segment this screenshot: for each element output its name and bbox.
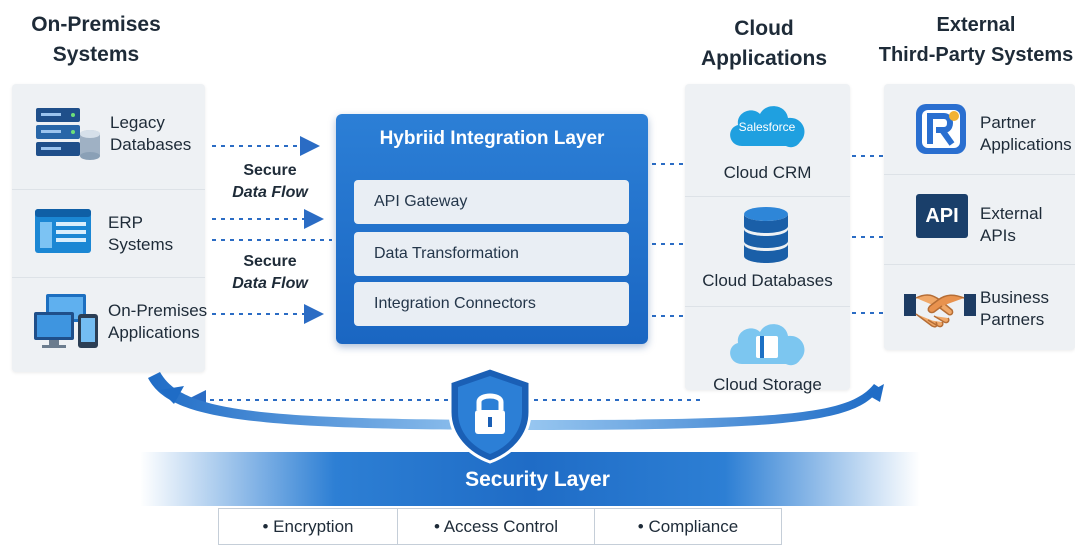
external-apis-label: External APIs: [980, 204, 1043, 245]
compliance-item: • Compliance: [594, 508, 782, 545]
partner-app-icon: [914, 102, 968, 161]
database-server-icon: [34, 106, 102, 167]
secure-flow-lower-line2: Data Flow: [232, 275, 308, 292]
handshake-icon: [904, 286, 976, 335]
secure-flow-lower-line1: Secure: [243, 253, 297, 270]
salesforce-logo-text: Salesforce: [738, 120, 796, 134]
cloud-databases-label: Cloud Databases: [702, 271, 833, 290]
secure-flow-label-upper: Secure Data Flow: [216, 160, 324, 204]
erp-systems-label: ERP Systems: [108, 213, 174, 254]
devices-icon: [32, 292, 102, 355]
encryption-item: • Encryption: [218, 508, 398, 545]
security-layer-band: [140, 452, 920, 506]
partner-applications-label: Partner Applications: [980, 113, 1072, 154]
api-icon: API: [916, 194, 968, 238]
integration-connectors-component: Integration Connectors: [354, 282, 629, 326]
security-layer-title: Security Layer: [465, 468, 610, 491]
secure-flow-label-lower: Secure Data Flow: [216, 251, 324, 295]
hub-title: Hybriid Integration Layer: [379, 128, 605, 149]
on-premises-applications-label: On-Premises Applications: [108, 301, 208, 342]
secure-flow-upper-line2: Data Flow: [232, 184, 308, 201]
cloud-storage-label: Cloud Storage: [713, 375, 822, 394]
legacy-databases-label: Legacy Databases: [110, 113, 192, 154]
cloud-storage-icon: [724, 316, 810, 373]
hybrid-integration-layer: Hybriid Integration Layer API Gateway Da…: [336, 114, 648, 344]
cloud-crm-label: Cloud CRM: [723, 163, 812, 182]
shield-lock-icon: [446, 366, 534, 469]
erp-window-icon: [34, 208, 92, 259]
on-premises-title: On-Premises Systems: [31, 13, 161, 66]
data-transformation-component: Data Transformation: [354, 232, 629, 276]
access-control-item: • Access Control: [397, 508, 595, 545]
salesforce-cloud-icon: Salesforce: [722, 98, 812, 154]
cloud-applications-title: Cloud Applications: [700, 17, 827, 70]
secure-flow-upper-line1: Secure: [243, 162, 297, 179]
business-partners-label: Business Partners: [980, 288, 1049, 329]
api-gateway-component: API Gateway: [354, 180, 629, 224]
database-stack-icon: [740, 206, 792, 269]
external-systems-title: External Third-Party Systems: [878, 14, 1074, 66]
api-logo-text: API: [925, 205, 959, 227]
